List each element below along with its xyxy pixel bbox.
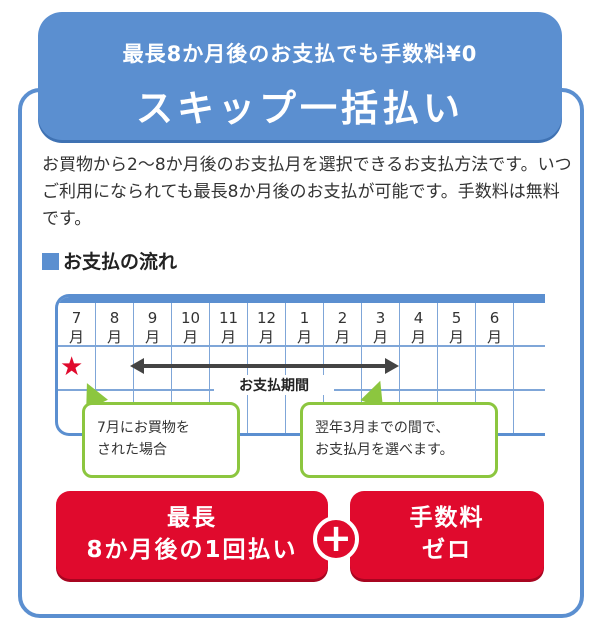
benefit-line: 最長 <box>167 505 217 531</box>
benefit-zero-fee: 手数料 ゼロ <box>350 491 544 579</box>
month-unit: 月 <box>448 328 464 346</box>
month-unit: 月 <box>106 328 122 346</box>
month-number: 1 <box>299 309 310 327</box>
month-number: 5 <box>451 309 462 327</box>
month-unit: 月 <box>144 328 160 346</box>
month-unit: 月 <box>258 328 274 346</box>
timeline-row-line <box>58 345 545 347</box>
month-number: 8 <box>109 309 120 327</box>
section-heading: お支払の流れ <box>42 250 177 274</box>
timeline-top-bar <box>58 297 545 303</box>
month-number: 4 <box>413 309 424 327</box>
page-title: スキップ一括払い <box>136 87 464 130</box>
month-unit: 月 <box>220 328 236 346</box>
callout-line: 翌年3月までの間で、 <box>315 420 450 436</box>
month-unit: 月 <box>372 328 388 346</box>
month-unit: 月 <box>486 328 502 346</box>
month-number: 2 <box>337 309 348 327</box>
month-unit: 月 <box>182 328 198 346</box>
month-number: 9 <box>147 309 158 327</box>
month-number: 11 <box>218 309 239 327</box>
star-icon: ★ <box>60 352 84 382</box>
callout-line: お支払月を選べます。 <box>315 442 454 458</box>
section-heading-label: お支払の流れ <box>63 251 178 273</box>
month-unit: 月 <box>296 328 312 346</box>
month-unit: 月 <box>68 328 84 346</box>
callout-line: 7月にお買物を <box>97 420 190 436</box>
month-number: 7 <box>71 309 82 327</box>
benefit-line: 8か月後の1回払い <box>86 537 298 563</box>
purchase-callout: 7月にお買物を された場合 <box>82 402 240 478</box>
month-number: 3 <box>375 309 386 327</box>
header-banner: 最長8か月後のお支払でも手数料¥0 スキップ一括払い <box>38 12 562 140</box>
month-unit: 月 <box>410 328 426 346</box>
benefit-max-8-months: 最長 8か月後の1回払い <box>56 491 328 579</box>
square-bullet-icon <box>42 253 59 270</box>
payment-period-label: お支払期間 <box>214 375 334 395</box>
benefit-line: ゼロ <box>422 537 472 563</box>
period-callout: 翌年3月までの間で、 お支払月を選べます。 <box>300 402 498 478</box>
month-unit: 月 <box>334 328 350 346</box>
header-subtitle: 最長8か月後のお支払でも手数料¥0 <box>122 42 478 66</box>
arrow-left-icon <box>130 358 144 374</box>
month-number: 12 <box>256 309 277 327</box>
benefit-line: 手数料 <box>409 505 485 531</box>
description-text: お買物から2〜8か月後のお支払月を選択できるお支払方法です。いつご利用になられて… <box>42 155 572 229</box>
period-arrow <box>140 364 388 368</box>
arrow-right-icon <box>385 358 399 374</box>
plus-icon: + <box>313 516 359 562</box>
month-number: 6 <box>489 309 500 327</box>
callout-line: された場合 <box>97 442 167 458</box>
month-number: 10 <box>180 309 201 327</box>
